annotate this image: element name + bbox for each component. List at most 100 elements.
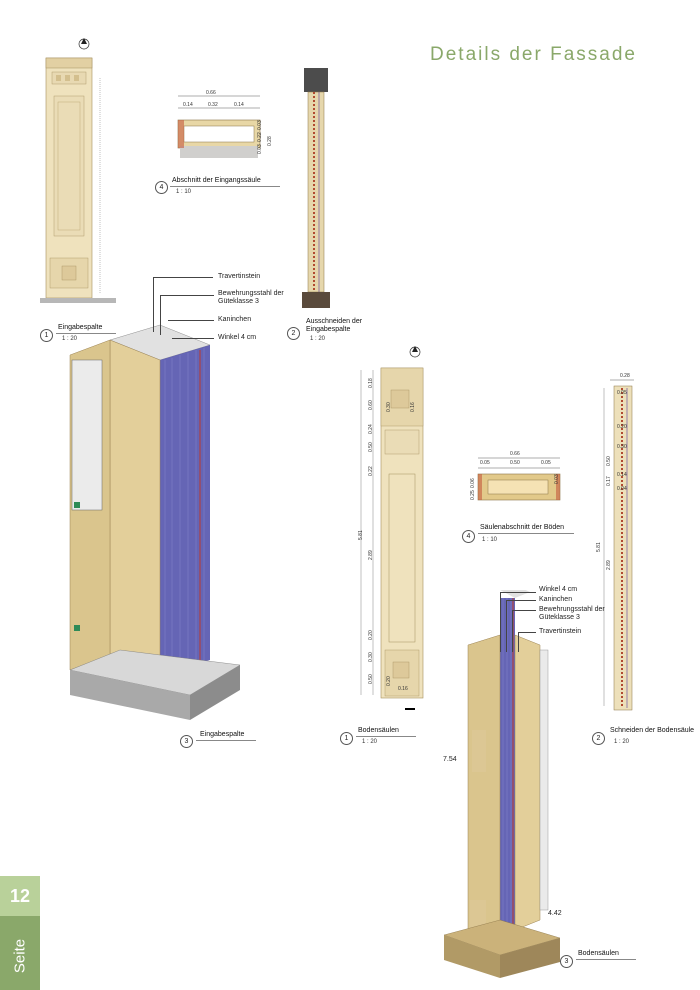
drawing-title: Eingabespalte [58,324,103,331]
dim: 0.20 [617,424,627,430]
level-marker-lower: 4.42 [548,910,562,917]
isometric-drawing [69,324,241,720]
drawing-number: 1 [40,329,53,342]
isometric-drawing [443,585,561,978]
dim: 0.30 [617,444,627,450]
dim: 0.05 [617,390,627,396]
drawing-number: 4 [155,181,168,194]
callout-leader [168,320,214,321]
level-marker-upper: 7.54 [443,756,457,763]
drawing-title: Bodensäulen [578,950,619,957]
callout-leader [500,592,501,652]
drawing-number: 2 [592,732,605,745]
dim-side-1: 0.25 [470,490,476,500]
page-label: Seite [11,938,29,974]
cut-section-drawing [603,379,634,711]
drawing-scale: 1 : 20 [310,336,326,342]
caption-underline [170,186,280,187]
callout-leader [506,600,536,601]
drawing-title: Abschnitt der Eingangssäule [172,177,261,184]
dim-side-4: 0.28 [267,136,273,146]
drawing-scale: 1 : 20 [614,739,630,745]
callout-leader [153,277,213,278]
callout-travertinstein: Travertinstein [539,628,582,635]
page-label-box: Seite [0,916,40,990]
dim-middle: 0.50 [510,460,520,466]
caption-underline [56,333,116,334]
callout-leader [512,610,536,611]
dim-right: 0.14 [234,102,244,108]
caption-underline [478,533,574,534]
dim-side-3: 0.03 [257,144,263,154]
dim: 0.16 [410,402,416,412]
dim: 0.30 [368,652,374,662]
callout-leader [518,632,519,652]
callout-leader [153,277,154,332]
bodensaeulen-elevation [355,340,435,720]
drawing-title: Eingabespalte [200,731,245,738]
dim-side-1: 0.03 [257,120,263,130]
dim-middle: 0.32 [208,102,218,108]
drawing-scale: 1 : 10 [482,537,498,543]
caption-underline [196,740,256,741]
dim: 0.18 [368,378,374,388]
callout-leader [512,610,513,652]
page-title: Details der Fassade [430,44,637,65]
dim: 2.89 [606,560,612,570]
dim-total: 0.66 [510,451,520,457]
dim-left: 0.05 [480,460,490,466]
dim: 0.50 [606,456,612,466]
dim-total: 0.66 [206,90,216,96]
dim: 0.50 [368,442,374,452]
drawing-number: 1 [340,732,353,745]
dim: 0.04 [617,486,627,492]
callout-leader [160,295,214,296]
drawing-scale: 1 : 10 [176,189,192,195]
page-tab: 12 Seite [0,876,40,990]
callout-winkel: Winkel 4 cm [539,586,578,593]
dim: 0.60 [368,400,374,410]
column-elevation-drawing [360,346,424,710]
dim-top: 0.28 [620,373,630,379]
section-drawing [177,95,261,158]
dim: 0.20 [368,630,374,640]
dim-total-height: 5.81 [596,542,602,552]
drawing-number: 3 [180,735,193,748]
eingabespalte-cut [296,62,336,310]
eingangssaeule-section [170,86,280,166]
dim-side-2: 0.22 [257,132,263,142]
dim-left: 0.14 [183,102,193,108]
bodensaeulen-cut [600,372,640,712]
dim: 2.89 [368,550,374,560]
drawing-scale: 1 : 20 [62,336,78,342]
dim: 0.24 [368,424,374,434]
drawing-scale: 1 : 20 [362,739,378,745]
dim: 0.50 [368,674,374,684]
dim-right: 0.05 [541,460,551,466]
drawing-title: Ausschneiden der Eingabespalte [306,318,363,333]
callout-leader [506,600,507,652]
drawing-number: 4 [462,530,475,543]
drawing-title: Bodensäulen [358,727,399,734]
dim: 0.30 [386,402,392,412]
callout-kaninchen: Kaninchen [218,316,252,323]
dim: 0.16 [398,686,408,692]
page-number: 12 [0,876,40,916]
dim: 0.14 [617,472,627,478]
section-drawing [477,457,561,501]
drawing-title: Säulenabschnitt der Böden [480,524,565,531]
eingabespalte-elevation [40,38,120,310]
eingabespalte-iso [60,320,241,720]
callout-leader [160,295,161,335]
dim: 0.22 [368,466,374,476]
callout-leader [518,632,536,633]
boden-section [470,450,570,510]
callout-winkel: Winkel 4 cm [218,334,257,341]
dim-total-height: 5.81 [358,530,364,540]
callout-rebar: Bewehrungsstahl der Güteklasse 3 [539,606,605,621]
callout-kaninchen: Kaninchen [539,596,573,603]
caption-underline [576,959,636,960]
callout-rebar: Bewehrungsstahl der Güteklasse 3 [218,290,284,305]
dim: 0.17 [606,476,612,486]
dim-side-2: 0.06 [470,478,476,488]
